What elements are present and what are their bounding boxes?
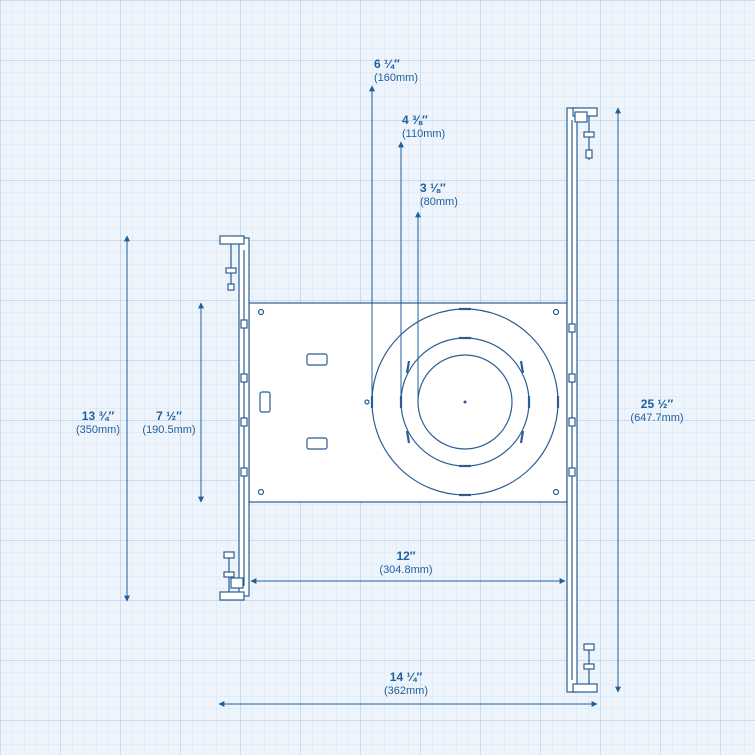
dim-plate-height-mm: (190.5mm) [142,423,196,436]
dim-bar-span-mm: (304.8mm) [379,563,433,576]
dim-label-height-right: 25 ½″ (647.7mm) [622,397,692,424]
dim-bar-span-inch: 12″ [396,549,416,563]
dim-label-height-left: 13 ¾″ (350mm) [68,409,128,436]
dim-total-width-inch: 14 ¼″ [389,670,423,684]
left-hanger-bar [219,235,250,601]
dim-label-total-width: 14 ¼″ (362mm) [368,670,444,697]
right-bottom-screw-icon [583,643,595,684]
dim-cut-3-mm: (80mm) [420,195,458,208]
dim-height-right-mm: (647.7mm) [630,411,684,424]
plate-holes [257,308,560,496]
dim-total-width-mm: (362mm) [383,684,428,697]
right-top-screw-icon [583,116,595,160]
dim-height-left-inch: 13 ¾″ [81,409,115,423]
dim-cut-4-mm: (110mm) [402,127,446,140]
dim-height-right-inch: 25 ½″ [640,397,674,411]
left-top-screw-icon [225,244,237,291]
dim-label-cut-6: 6 ¼″ (160mm) [374,57,419,84]
dim-cut-6-inch: 6 ¼″ [374,57,400,71]
plate-slots [259,353,328,450]
dim-plate-height-inch: 7 ½″ [156,409,182,423]
dim-label-cut-3: 3 ⅛″ (80mm) [420,181,458,208]
dim-height-left-mm: (350mm) [75,423,120,436]
dim-label-cut-4: 4 ⅜″ (110mm) [402,113,446,140]
dim-cut-4-inch: 4 ⅜″ [402,113,428,127]
dim-cut-6-mm: (160mm) [374,71,419,84]
left-bottom-screw-icon [223,551,235,592]
dim-label-plate-height: 7 ½″ (190.5mm) [136,409,202,436]
right-hanger-bar [566,107,598,693]
dim-cut-3-inch: 3 ⅛″ [420,181,446,195]
dim-label-bar-span: 12″ (304.8mm) [366,549,446,576]
